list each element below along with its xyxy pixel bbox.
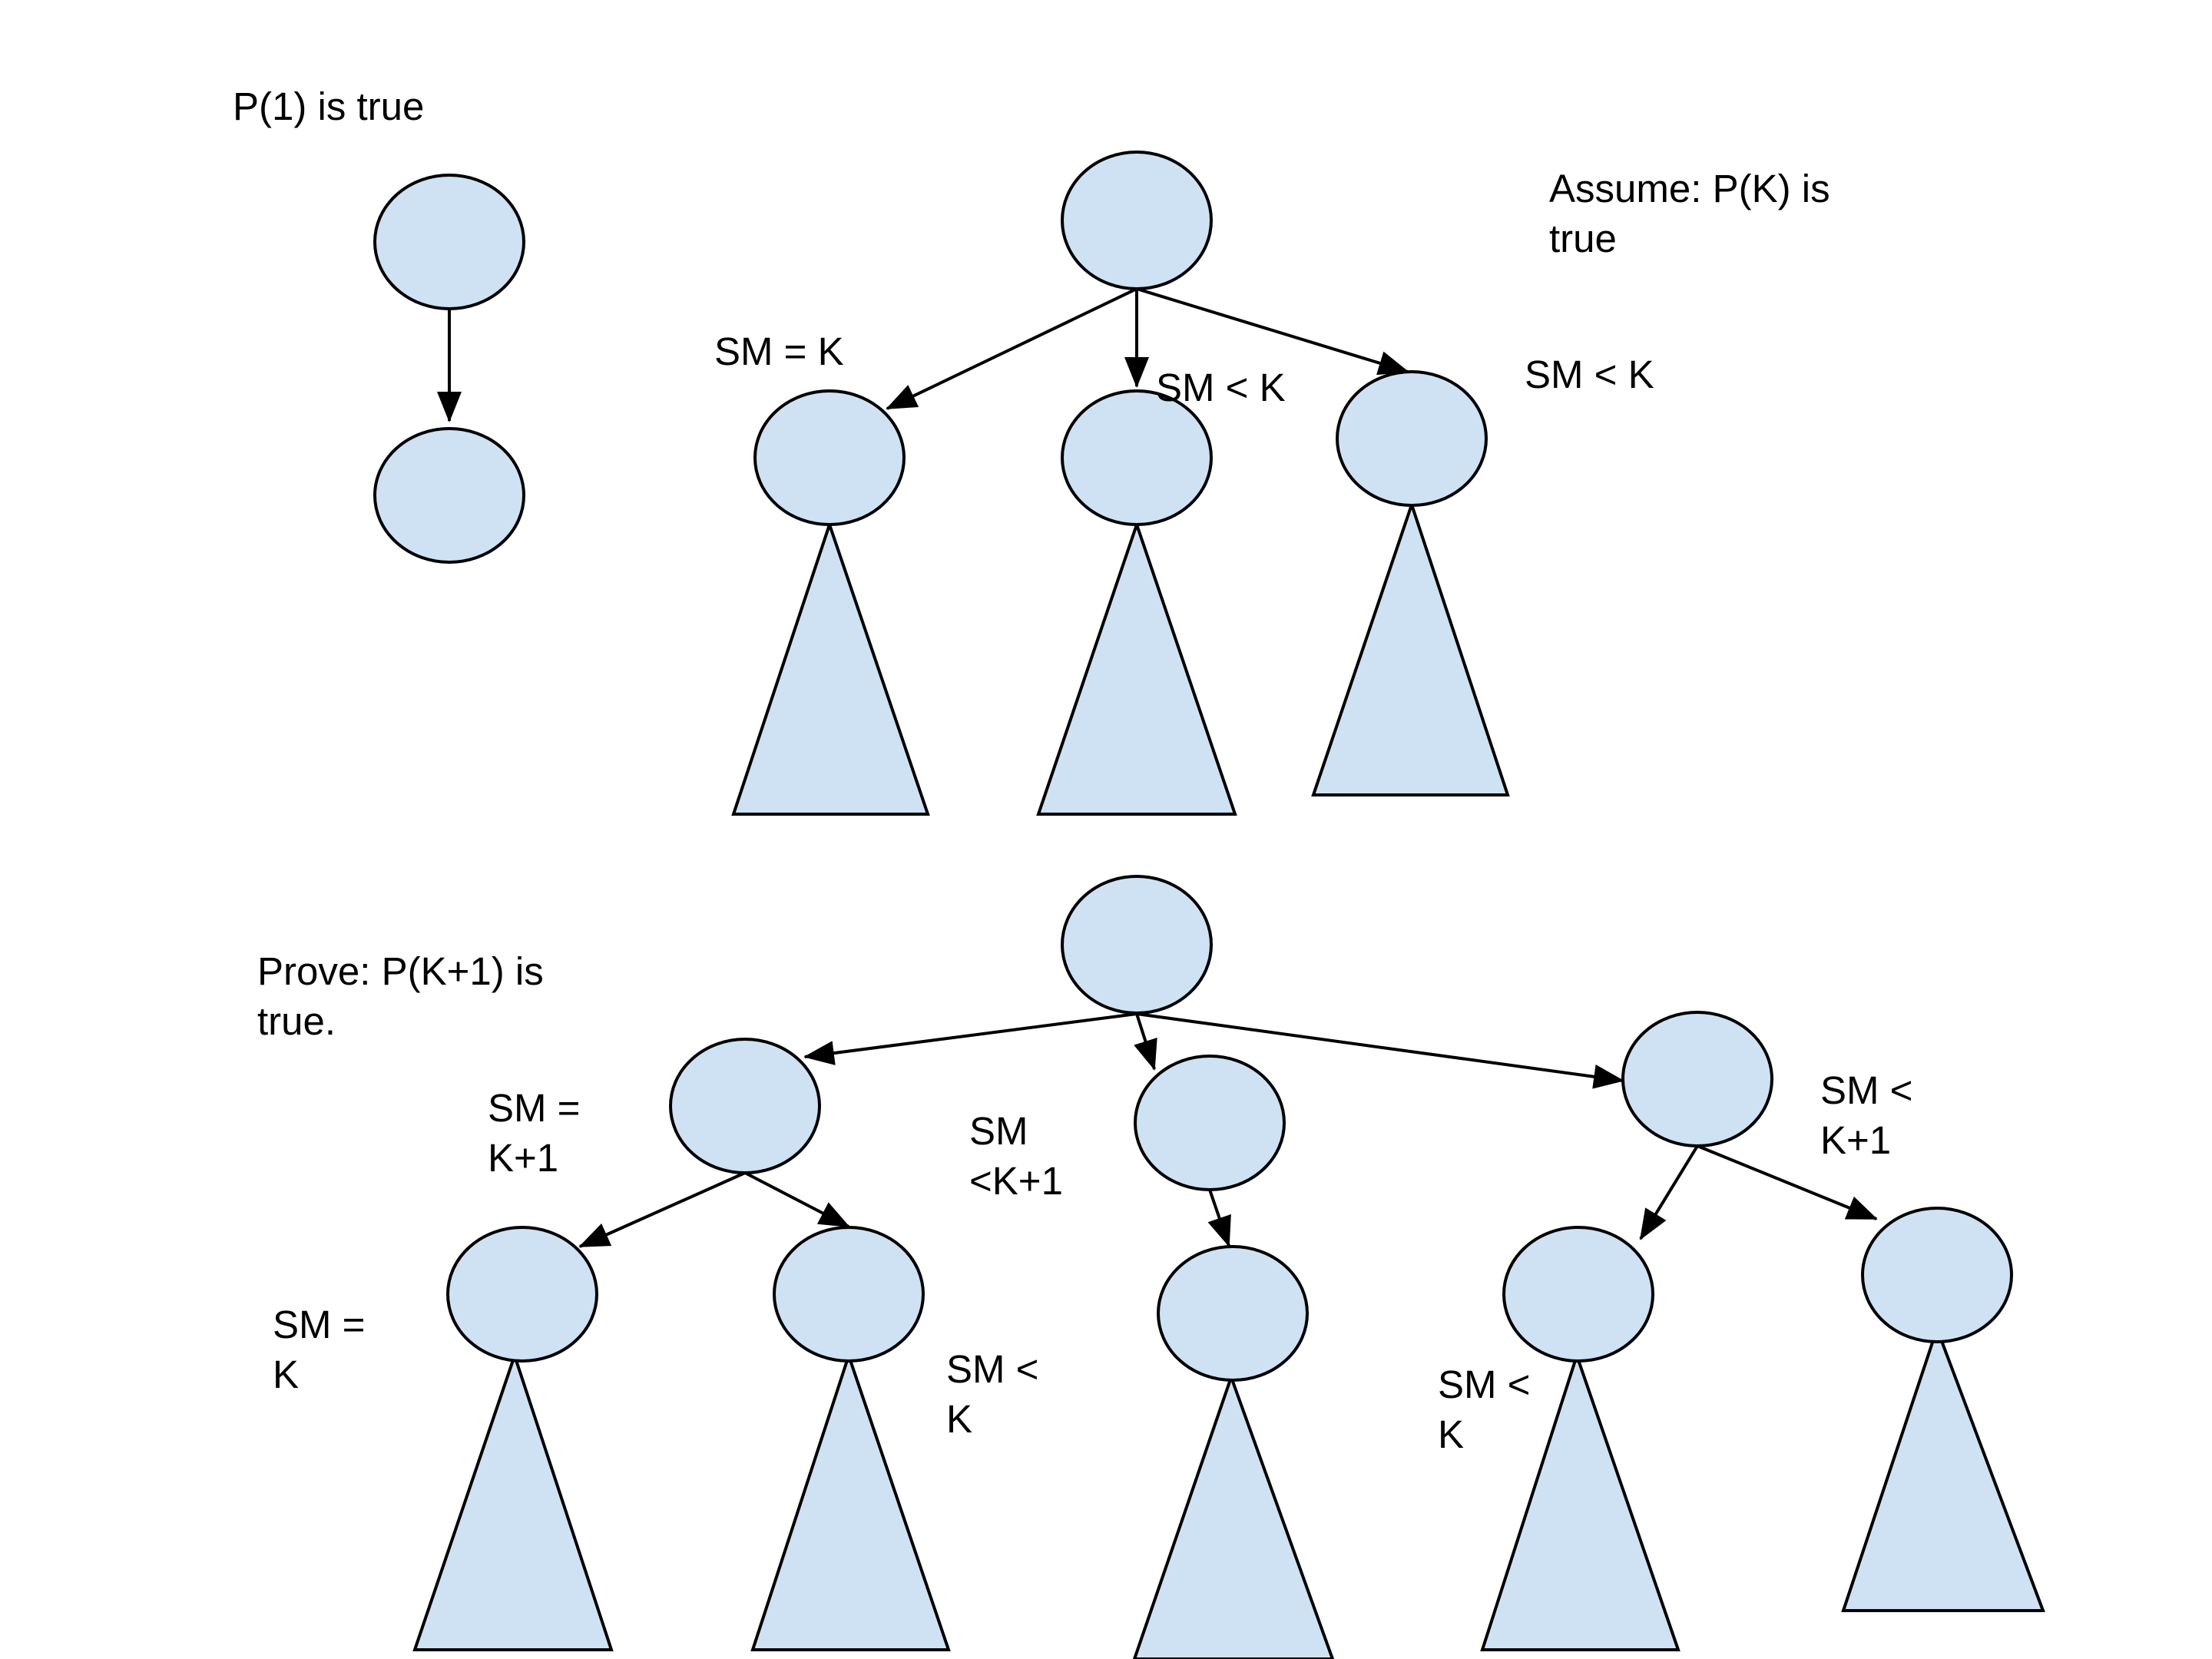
hypothesis-child-right (1336, 370, 1488, 507)
hypothesis-edge-right (1136, 287, 1409, 376)
step-subtree-3 (1132, 1372, 1335, 1659)
step-edge-right-to-grandchild-1 (1639, 1144, 1699, 1240)
step-label-second-grandchild-line2: K (946, 1397, 972, 1441)
hypothesis-root-node (1061, 151, 1213, 290)
hypothesis-tree (731, 151, 1510, 816)
step-grandchild-5 (1861, 1207, 2013, 1343)
step-subtree-5 (1841, 1324, 2045, 1612)
hypothesis-edge-label-left: SM = K (714, 329, 844, 373)
hypothesis-title-line1: Assume: P(K) is (1549, 167, 1830, 210)
step-tree (412, 875, 2045, 1659)
step-label-left-child-line1: SM = (488, 1086, 580, 1130)
hypothesis-title-line2: true (1549, 217, 1617, 260)
step-edge-root-left (803, 1012, 1137, 1065)
step-grandchild-3 (1157, 1245, 1309, 1382)
hypothesis-child-middle (1061, 389, 1213, 526)
hypothesis-subtree-middle (1036, 519, 1237, 816)
hypothesis-edge-label-middle: SM < K (1156, 366, 1286, 409)
step-label-left-child-line2: K+1 (488, 1136, 558, 1180)
step-child-left (669, 1038, 821, 1174)
hypothesis-edge-left (886, 287, 1137, 410)
step-subtree-4 (1480, 1350, 1681, 1651)
base-case-group (373, 174, 525, 564)
step-label-second-grandchild-line1: SM < (946, 1347, 1038, 1391)
step-grandchild-4 (1502, 1226, 1654, 1363)
hypothesis-subtree-right (1311, 499, 1510, 796)
step-edge-root-right (1136, 1012, 1624, 1089)
step-grandchild-2 (773, 1226, 925, 1363)
step-edge-right-to-grandchild-2 (1697, 1144, 1878, 1220)
step-edge-root-middle (1134, 1013, 1157, 1071)
step-subtree-1 (412, 1350, 614, 1651)
hypothesis-subtree-left (731, 519, 930, 816)
step-label-right-child-line2: K+1 (1820, 1118, 1891, 1162)
step-subtree-2 (750, 1350, 951, 1651)
step-label-left-grandchild-line1: SM = (273, 1303, 365, 1346)
base-case-root-node (373, 174, 525, 310)
base-case-child-node (373, 427, 525, 564)
step-label-right-child-line1: SM < (1820, 1068, 1912, 1112)
step-child-right (1621, 1011, 1773, 1147)
step-grandchild-1 (446, 1226, 598, 1363)
step-label-right-grandchild-line2: K (1438, 1412, 1464, 1456)
step-label-middle-child-line1: SM (969, 1109, 1028, 1153)
hypothesis-edge-label-right: SM < K (1525, 353, 1654, 396)
step-title-line2: true. (257, 999, 336, 1043)
step-child-middle (1134, 1055, 1286, 1191)
step-edge-left-to-grandchild-2 (744, 1171, 850, 1228)
step-title-line1: Prove: P(K+1) is (257, 949, 544, 993)
step-label-right-grandchild-line1: SM < (1438, 1363, 1530, 1406)
step-root-node (1061, 875, 1213, 1015)
hypothesis-child-left (753, 389, 906, 526)
base-case-title: P(1) is true (233, 84, 424, 128)
step-label-left-grandchild-line2: K (273, 1353, 299, 1396)
step-label-middle-child-line2: <K+1 (969, 1159, 1063, 1203)
step-edge-left-to-grandchild-1 (578, 1171, 746, 1248)
step-edge-middle-to-grandchild (1207, 1189, 1231, 1247)
